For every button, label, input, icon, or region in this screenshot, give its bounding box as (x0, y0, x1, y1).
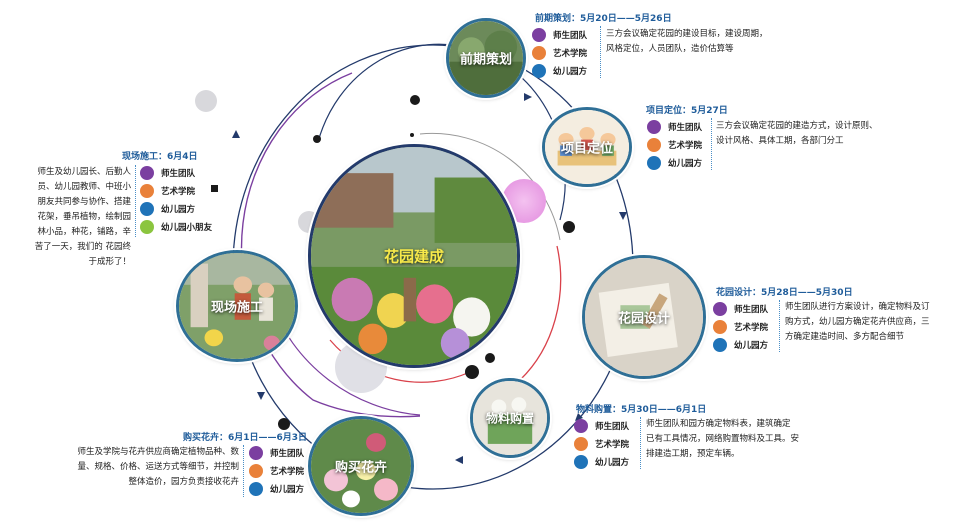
photo-positioning: 项目定位 (542, 107, 632, 187)
stage-desc-design: 师生团队进行方案设计，确定物料及订 购方式，幼儿园方确定花卉供应商，三 方确定建… (785, 302, 930, 342)
deco-dot (313, 135, 321, 143)
arrow-icon (619, 212, 627, 220)
stage-desc-planning: 三方会议确定花园的建设目标，建设周期， 风格定位，人员团队，造价估算等 (606, 29, 768, 54)
team-dot-icon (647, 120, 661, 134)
stage-title-construction: 现场施工：6月4日 (122, 152, 198, 162)
deco-dot (563, 221, 575, 233)
legend-flowers: 师生团队 艺术学院 幼儿园方 (249, 444, 304, 498)
photo-label-design: 花园设计 (617, 311, 670, 327)
arrow-icon (257, 392, 265, 400)
deco-dot (195, 90, 217, 112)
photo-label-construction: 现场施工 (210, 300, 263, 316)
stage-desc-materials: 师生团队和园方确定物料表，建筑确定 已有工具情况，网络购置物料及工具。安 排建造… (646, 419, 800, 459)
stage-title-design: 花园设计：5月28日——5月30日 (716, 288, 853, 298)
kindergarten-dot-icon (532, 64, 546, 78)
photo-planning: 前期策划 (446, 18, 526, 98)
photo-label-positioning: 项目定位 (560, 141, 613, 157)
kindergarten-dot-icon (249, 482, 263, 496)
team-dot-icon (713, 302, 727, 316)
arrow-icon (524, 93, 532, 101)
kindergarten-dot-icon (574, 455, 588, 469)
arrow-icon (232, 130, 240, 138)
arrow-icon (455, 456, 463, 464)
stage-title-materials: 物料购置：5月30日——6月1日 (576, 405, 707, 415)
academy-dot-icon (574, 437, 588, 451)
photo-center: 花园建成 (308, 144, 520, 368)
stage-title-flowers: 购买花卉：6月1日——6月3日 (183, 433, 308, 443)
kindergarten-dot-icon (647, 156, 661, 170)
stage-title-positioning: 项目定位：5月27日 (646, 106, 728, 116)
kindergarten-dot-icon (713, 338, 727, 352)
photo-label-materials: 物料购置 (485, 411, 534, 426)
legend-construction: 师生团队 艺术学院 幼儿园方 幼儿园小朋友 (140, 164, 212, 236)
legend-positioning: 师生团队 艺术学院 幼儿园方 (647, 118, 702, 172)
photo-flowers: 购买花卉 (308, 416, 414, 516)
team-dot-icon (574, 419, 588, 433)
team-dot-icon (532, 28, 546, 42)
legend-design: 师生团队 艺术学院 幼儿园方 (713, 300, 768, 354)
academy-dot-icon (249, 464, 263, 478)
photo-design: 花园设计 (582, 255, 706, 379)
photo-label-flowers: 购买花卉 (334, 460, 387, 476)
photo-construction: 现场施工 (176, 250, 298, 362)
academy-dot-icon (647, 138, 661, 152)
team-dot-icon (249, 446, 263, 460)
photo-materials: 物料购置 (470, 378, 550, 458)
academy-dot-icon (140, 184, 154, 198)
kindergarten-dot-icon (140, 202, 154, 216)
center-label: 花园建成 (383, 247, 444, 266)
stage-desc-construction: 师生及幼儿园长、后勤人 员、幼儿园教师、中班小 朋友共同参与协作、搭建 花架，垂… (34, 167, 131, 267)
deco-dot (410, 95, 420, 105)
deco-square (211, 185, 218, 192)
deco-dot (465, 365, 479, 379)
stage-desc-flowers: 师生及学院与花卉供应商确定植物品种、数 量、规格、价格、运送方式等细节，并控制 … (77, 447, 239, 487)
academy-dot-icon (713, 320, 727, 334)
red-arc (519, 245, 562, 381)
legend-materials: 师生团队 艺术学院 幼儿园方 (574, 417, 629, 471)
stage-desc-positioning: 三方会议确定花园的建造方式，设计原则、 设计风格、具体工期，各部门分工 (716, 121, 878, 146)
children-dot-icon (140, 220, 154, 234)
legend-planning: 师生团队 艺术学院 幼儿园方 (532, 26, 587, 80)
academy-dot-icon (532, 46, 546, 60)
stage-title-planning: 前期策划：5月20日——5月26日 (535, 14, 672, 24)
photo-label-planning: 前期策划 (459, 52, 512, 68)
team-dot-icon (140, 166, 154, 180)
deco-dot (278, 418, 290, 430)
